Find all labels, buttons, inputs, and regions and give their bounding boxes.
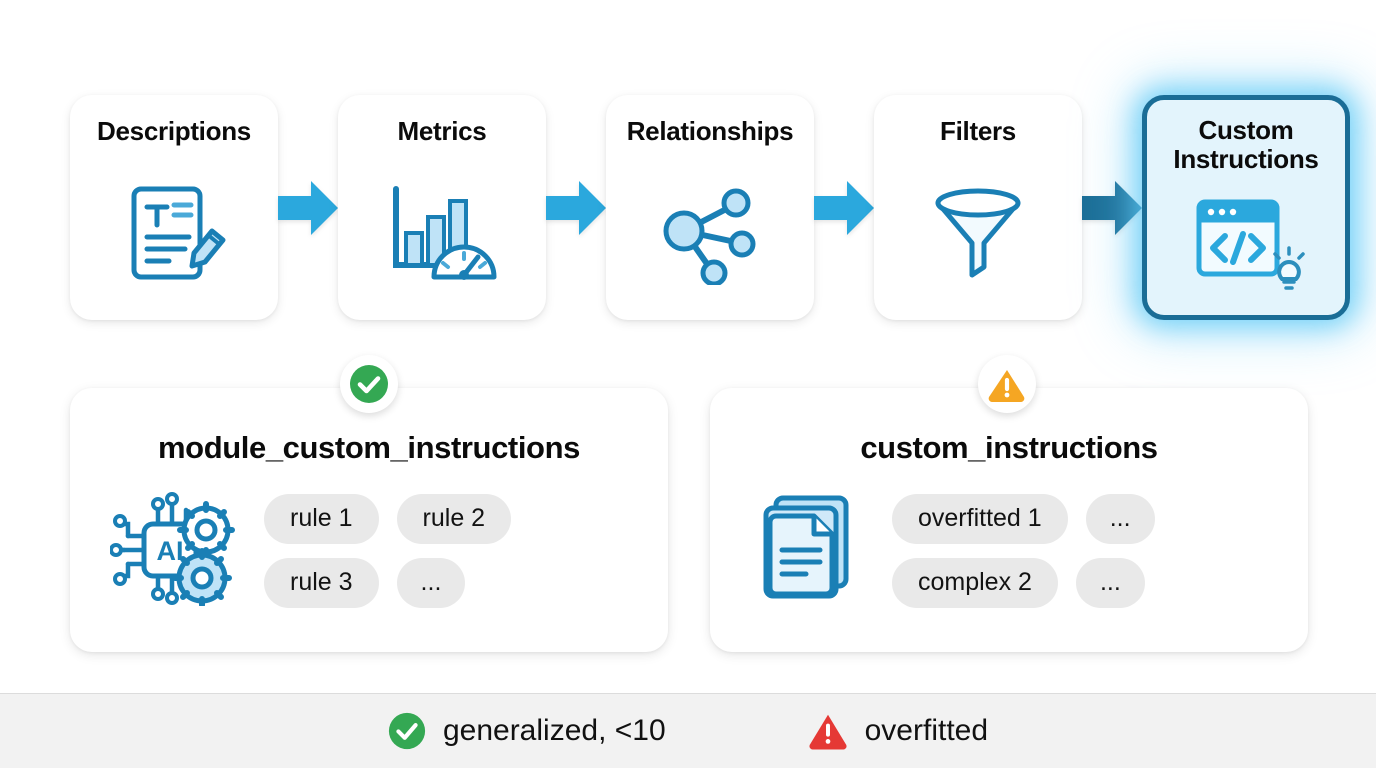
document-stack-icon — [750, 490, 866, 611]
warning-triangle-icon — [988, 370, 1025, 402]
legend-label: overfitted — [864, 714, 989, 747]
warning-triangle-icon — [809, 714, 847, 750]
rule-pill-more[interactable]: ... — [396, 557, 466, 608]
check-circle-icon — [388, 712, 426, 750]
node-graph-icon — [606, 146, 814, 320]
panel-custom-instructions[interactable]: custom_instructions overfitted 1 ... com… — [710, 388, 1308, 652]
instruction-pill[interactable]: complex 2 — [892, 557, 1058, 608]
stage-label: Custom Instructions — [1173, 115, 1319, 175]
pipeline-row: Descriptions Metrics — [70, 95, 1350, 320]
bar-chart-gauge-icon — [338, 146, 546, 320]
stage-label: Metrics — [397, 116, 487, 146]
status-badge-generalized — [340, 355, 398, 413]
rule-pill[interactable]: rule 3 — [264, 557, 379, 608]
document-pencil-icon — [70, 146, 278, 320]
panel-title: module_custom_instructions — [158, 430, 580, 465]
panel-body: overfitted 1 ... complex 2 ... — [710, 466, 1308, 611]
stage-label: Relationships — [626, 116, 794, 146]
pipeline-stage-filters[interactable]: Filters — [874, 95, 1082, 320]
arrow-right-icon — [546, 180, 606, 235]
pipeline-stage-descriptions[interactable]: Descriptions — [70, 95, 278, 320]
legend-bar: generalized, <10 overfitted — [0, 693, 1376, 768]
arrow-right-icon — [814, 180, 874, 235]
panel-title: custom_instructions — [860, 430, 1158, 465]
pipeline-arrow-3 — [814, 95, 874, 320]
pipeline-stage-relationships[interactable]: Relationships — [606, 95, 814, 320]
rule-pill[interactable]: rule 1 — [264, 493, 379, 544]
instruction-pill[interactable]: overfitted 1 — [892, 493, 1068, 544]
svg-text:AI: AI — [157, 536, 184, 566]
arrow-right-icon — [278, 180, 338, 235]
code-window-bulb-icon — [1147, 174, 1345, 315]
legend-item-overfitted: overfitted — [808, 712, 988, 750]
pipeline-arrow-4 — [1082, 95, 1142, 320]
instruction-pill-more[interactable]: ... — [1075, 557, 1145, 608]
arrow-right-icon — [1082, 180, 1142, 235]
pipeline-stage-metrics[interactable]: Metrics — [338, 95, 546, 320]
funnel-icon — [874, 146, 1082, 320]
check-circle-icon — [350, 365, 388, 403]
legend-label: generalized, <10 — [442, 714, 666, 747]
rule-pill-grid: rule 1 rule 2 rule 3 ... — [264, 493, 642, 608]
status-badge-overfitted — [978, 355, 1036, 413]
pipeline-arrow-2 — [546, 95, 606, 320]
pipeline-stage-custom-instructions[interactable]: Custom Instructions — [1142, 95, 1350, 320]
stage-label: Descriptions — [97, 116, 251, 146]
legend-item-generalized: generalized, <10 — [388, 712, 666, 750]
instruction-pill-grid: overfitted 1 ... complex 2 ... — [892, 493, 1282, 608]
ai-chip-gears-icon: AI — [109, 490, 238, 611]
panel-body: AI — [70, 466, 668, 611]
instruction-pill-more[interactable]: ... — [1085, 493, 1155, 544]
pipeline-arrow-1 — [278, 95, 338, 320]
stage-label: Filters — [940, 116, 1016, 146]
rule-pill[interactable]: rule 2 — [396, 493, 512, 544]
panel-module-custom-instructions[interactable]: module_custom_instructions AI — [70, 388, 668, 652]
